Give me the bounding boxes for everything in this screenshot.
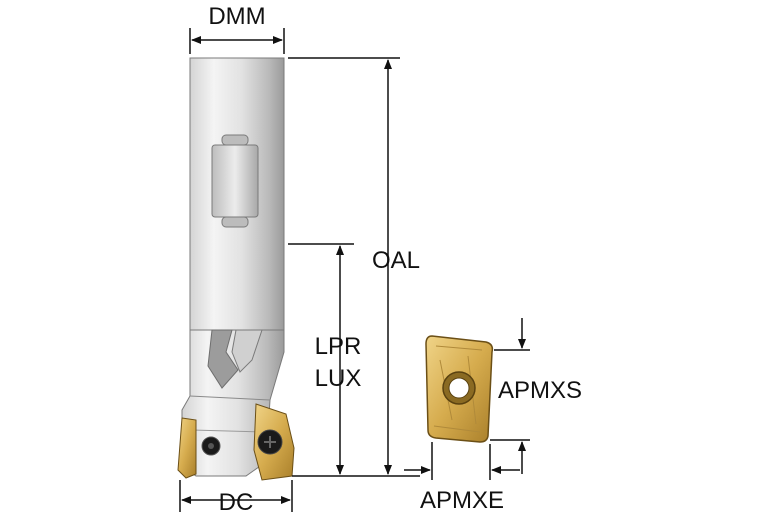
chip-flute (207, 329, 239, 389)
label-dmm: DMM (208, 3, 265, 30)
label-apmxs: APMXS (498, 377, 582, 404)
label-oal: OAL (372, 247, 420, 274)
insert-detail (425, 335, 494, 443)
dimension-lines (179, 28, 530, 512)
label-dc: DC (219, 489, 254, 516)
shank-flat (211, 134, 259, 228)
label-lux: LUX (315, 365, 362, 392)
label-lpr: LPR (315, 333, 362, 360)
chip-flute-2 (231, 329, 263, 373)
end-mill-tool (177, 57, 295, 481)
left-insert (177, 417, 197, 479)
label-apmxe: APMXE (420, 487, 504, 514)
